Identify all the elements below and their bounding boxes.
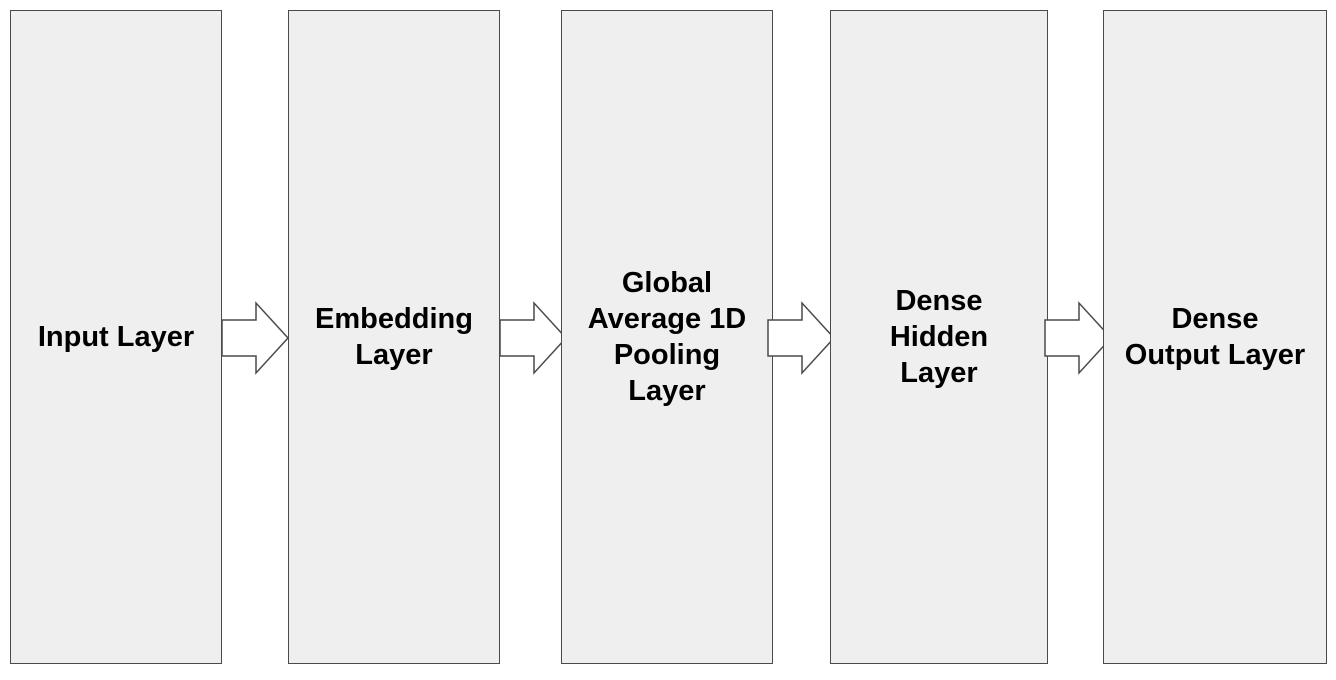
hidden-layer-box: Dense Hidden Layer [830, 10, 1048, 664]
arrow-right-icon [499, 301, 568, 375]
arrow-right-icon [1044, 301, 1113, 375]
input-layer-label: Input Layer [37, 321, 195, 353]
embedding-layer-box: Embedding Layer [288, 10, 500, 664]
embedding-layer-label: Embedding Layer [315, 303, 473, 371]
input-layer-box: Input Layer [10, 10, 222, 664]
arrow-right-icon [221, 301, 290, 375]
pooling-layer-box: Global Average 1D Pooling Layer [561, 10, 773, 664]
output-layer-label: Dense Output Layer [1124, 303, 1306, 371]
hidden-layer-label: Dense Hidden Layer [889, 285, 989, 389]
pooling-layer-label: Global Average 1D Pooling Layer [587, 267, 747, 407]
arrow-right-icon [767, 301, 836, 375]
output-layer-box: Dense Output Layer [1103, 10, 1327, 664]
